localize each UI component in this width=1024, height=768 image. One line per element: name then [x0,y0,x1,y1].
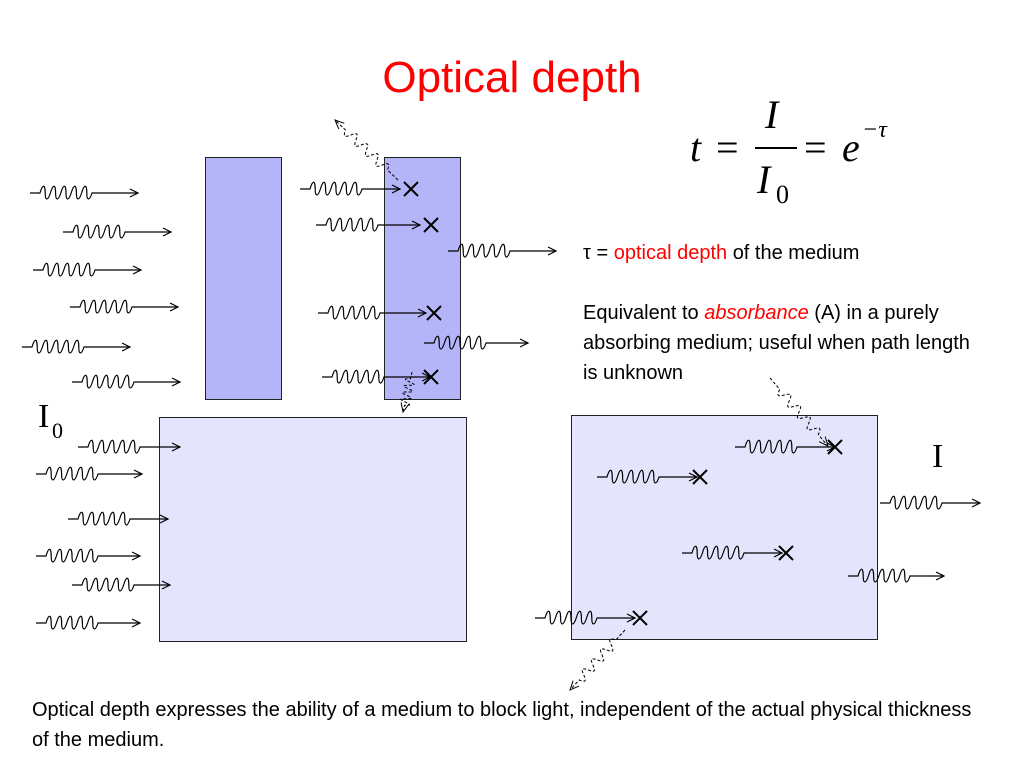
transmitted-label: I [932,438,944,475]
wavy-arrow-icon [72,374,180,389]
formula-base: e [842,125,860,170]
wavy-arrow-icon [70,299,178,314]
wavy-arrow-icon [72,577,170,592]
x-mark-icon [423,369,439,385]
arrowhead-icon [626,613,637,623]
incident-label: I [38,398,50,435]
wavy-arrow-icon [880,495,980,510]
wavy-arrow-icon [735,439,835,454]
arrowhead-icon [121,342,132,352]
arrowhead-icon [131,618,142,628]
x-mark-icon [423,217,439,233]
wavy-arrow-icon [848,568,944,583]
wavy-arrow-icon [33,262,141,277]
equivalence-note: Equivalent to absorbance (A) in a purely… [583,298,983,388]
incident-label-sub: 0 [52,418,63,443]
arrowhead-icon [688,472,699,482]
arrowhead-icon [569,680,580,691]
wavy-arrow-icon [535,610,635,625]
fraction-bar [755,147,797,149]
wavy-arrow-icon [322,369,430,384]
formula-numerator: I [765,92,779,137]
tau-definition: τ = optical depth of the medium [583,238,1003,268]
formula-exponent: −τ [862,117,887,143]
thick-slab-left [159,417,467,642]
wavy-arrow-icon [424,335,528,350]
x-mark-icon [827,439,843,455]
arrowhead-icon [818,436,829,447]
arrowhead-icon [334,119,345,130]
dashed-wavy-arrow-icon [400,371,415,413]
arrowhead-icon [162,227,173,237]
arrowhead-icon [169,302,180,312]
optical-depth-term: optical depth [613,242,728,264]
wavy-arrow-icon [300,181,400,196]
slide-title: Optical depth [382,53,642,102]
arrowhead-icon [133,469,144,479]
wavy-arrow-icon [30,185,138,200]
x-mark-icon [403,181,419,197]
formula-t: t [690,125,702,170]
thin-slab-right [384,157,461,400]
wavy-arrow-icon [63,224,171,239]
dashed-wavy-arrow-icon [334,119,399,181]
wavy-arrow-icon [597,469,697,484]
wavy-arrow-icon [316,217,420,232]
formula-denominator-sub: 0 [776,180,789,209]
arrowhead-icon [131,551,142,561]
x-mark-icon [632,610,648,626]
wavy-arrow-icon [318,305,426,320]
wavy-arrow-icon [36,466,142,481]
arrowhead-icon [171,377,182,387]
thick-slab-right [571,415,878,640]
equivalence-prefix: Equivalent to [583,302,699,324]
arrowhead-icon [411,220,422,230]
wavy-arrow-icon [36,615,140,630]
arrowhead-icon [971,498,982,508]
x-mark-icon [778,545,794,561]
x-mark-icon [692,469,708,485]
dashed-wavy-arrow-icon [769,377,829,447]
formula-equals-1: = [716,125,739,170]
wavy-arrow-icon [36,548,140,563]
dashed-wavy-arrow-icon [569,629,626,691]
wavy-arrow-icon [448,243,556,258]
formula-denominator: I [757,157,771,202]
arrowhead-icon [519,338,530,348]
arrowhead-icon [171,442,182,452]
arrowhead-icon [132,265,143,275]
arrowhead-icon [773,548,784,558]
arrowhead-icon [129,188,140,198]
wavy-arrow-icon [78,439,180,454]
wavy-arrow-icon [682,545,782,560]
x-mark-icon [426,305,442,321]
slide-caption: Optical depth expresses the ability of a… [32,699,972,751]
formula-equals-2: = [804,125,827,170]
arrowhead-icon [417,308,428,318]
thin-slab-left [205,157,282,400]
arrowhead-icon [161,580,172,590]
wavy-arrow-icon [22,339,130,354]
arrowhead-icon [547,246,558,256]
equivalence-suffix: (A) in a purely absorbing medium; useful… [583,302,970,384]
absorbance-term: absorbance [704,302,809,324]
arrowhead-icon [400,402,410,414]
tau-symbol: τ = [583,242,609,264]
arrowhead-icon [935,571,946,581]
tau-definition-rest: of the medium [732,242,860,264]
arrowhead-icon [391,184,402,194]
arrowhead-icon [159,514,170,524]
wavy-arrow-icon [68,511,168,526]
